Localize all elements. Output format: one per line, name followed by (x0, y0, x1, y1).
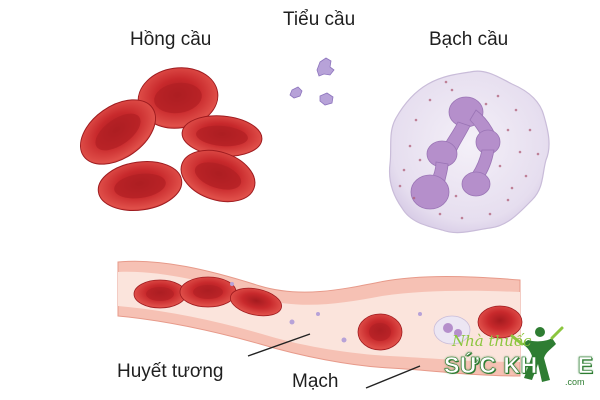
vessel-platelets (230, 282, 422, 343)
rbc-5 (180, 149, 256, 203)
rbc-1 (137, 67, 219, 129)
plasma-leader-line (247, 333, 311, 357)
rbc-4 (97, 161, 183, 211)
vessel-wbc (433, 315, 471, 345)
logo-line2: SỨC KH E (444, 352, 594, 379)
label-white-blood-cell: Bạch cầu (429, 29, 509, 50)
logo-line3: .com (565, 377, 585, 387)
label-vessel: Mạch (292, 371, 339, 392)
label-red-blood-cells: Hồng cầu (130, 29, 212, 50)
wbc-granules (398, 80, 540, 220)
platelet-2 (289, 86, 303, 99)
platelet-1 (316, 57, 335, 77)
wbc-membrane (388, 70, 550, 234)
red-blood-cells (80, 67, 263, 211)
wbc-nucleus (410, 96, 501, 210)
logo-line2b: E (577, 352, 594, 379)
platelets (289, 57, 335, 106)
label-platelets: Tiểu cầu (283, 9, 356, 30)
logo-figure-icon (510, 326, 564, 382)
blood-vessel (117, 260, 523, 377)
rbc-3 (181, 115, 263, 157)
vessel-rbcs (133, 276, 523, 351)
logo-line2a: SỨC KH (444, 352, 538, 379)
vessel-leader-line (365, 365, 421, 389)
logo-line1: Nhà thuốc (452, 332, 532, 350)
rbc-2 (80, 99, 156, 165)
white-blood-cell (388, 70, 550, 234)
platelet-3 (319, 92, 334, 106)
label-plasma: Huyết tương (117, 361, 224, 382)
